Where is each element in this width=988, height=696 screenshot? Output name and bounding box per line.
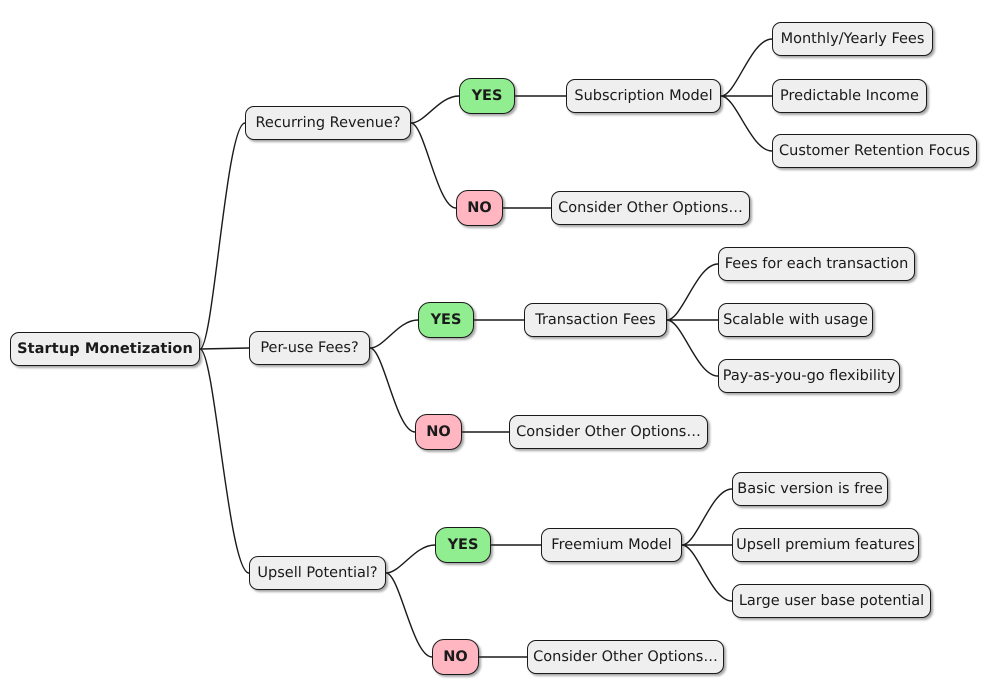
edge-q1model-to-q1d1 [720,38,773,97]
node-label: NO [443,648,468,665]
node-q3[interactable]: Upsell Potential? [249,556,386,590]
node-q1model[interactable]: Subscription Model [566,79,721,113]
node-label: Transaction Fees [535,311,656,328]
node-label: Basic version is free [737,480,883,497]
edge-root-to-q2 [199,347,250,350]
node-label: Subscription Model [574,87,713,104]
node-label: NO [426,423,451,440]
node-label: Per-use Fees? [260,339,359,356]
edge-q1-to-q1no [410,122,457,209]
node-q3yes[interactable]: YES [435,527,491,563]
node-q1d1[interactable]: Monthly/Yearly Fees [772,22,933,56]
node-q2d1[interactable]: Fees for each transaction [718,247,915,281]
node-label: Customer Retention Focus [779,142,970,159]
node-q2[interactable]: Per-use Fees? [249,331,370,365]
edge-q2-to-q2yes [369,319,419,349]
node-q3model[interactable]: Freemium Model [541,528,682,562]
node-label: Predictable Income [780,87,919,104]
node-q1d2[interactable]: Predictable Income [772,79,927,113]
node-q1d3[interactable]: Customer Retention Focus [772,134,977,168]
node-label: Monthly/Yearly Fees [780,30,925,47]
edge-q3model-to-q3d1 [681,488,733,546]
edge-root-to-q1 [199,122,246,350]
edge-q2model-to-q2d1 [666,263,719,321]
edge-q1model-to-q1d3 [720,95,773,152]
node-q1[interactable]: Recurring Revenue? [245,106,411,140]
node-q2alt[interactable]: Consider Other Options… [509,415,708,449]
node-label: Consider Other Options… [533,648,718,665]
node-q2d3[interactable]: Pay-as-you-go flexibility [718,359,900,393]
node-label: Recurring Revenue? [255,114,401,131]
node-label: YES [447,536,479,553]
edge-q3-to-q3no [385,572,433,658]
edge-q2model-to-q2d3 [666,319,719,377]
node-q3d2[interactable]: Upsell premium features [732,528,919,562]
node-q1yes[interactable]: YES [459,78,515,114]
node-root[interactable]: Startup Monetization [10,332,200,366]
node-label: YES [430,311,462,328]
node-label: Pay-as-you-go flexibility [722,367,896,384]
node-label: Freemium Model [551,536,672,553]
edge-q3-to-q3yes [385,544,436,574]
node-q1no[interactable]: NO [456,190,503,226]
edge-q2-to-q2no [369,347,416,433]
node-label: Startup Monetization [17,340,193,357]
node-q3d3[interactable]: Large user base potential [732,584,931,618]
node-label: Scalable with usage [723,311,868,328]
edge-q3model-to-q3d3 [681,544,733,602]
node-label: Upsell Potential? [257,564,378,581]
node-q2no[interactable]: NO [415,414,462,450]
node-label: YES [471,87,503,104]
node-label: Fees for each transaction [724,255,909,272]
node-q2model[interactable]: Transaction Fees [524,303,667,337]
node-label: Upsell premium features [736,536,915,553]
node-label: Consider Other Options… [516,423,701,440]
node-q3d1[interactable]: Basic version is free [732,472,888,506]
node-label: Consider Other Options… [558,199,743,216]
node-label: NO [467,199,492,216]
node-q3alt[interactable]: Consider Other Options… [527,640,724,674]
node-q1alt[interactable]: Consider Other Options… [551,191,750,225]
edge-q1-to-q1yes [410,95,460,124]
edge-root-to-q3 [199,348,250,574]
node-label: Large user base potential [738,592,925,609]
node-q2d2[interactable]: Scalable with usage [718,303,873,337]
node-q3no[interactable]: NO [432,639,479,675]
node-q2yes[interactable]: YES [418,302,474,338]
